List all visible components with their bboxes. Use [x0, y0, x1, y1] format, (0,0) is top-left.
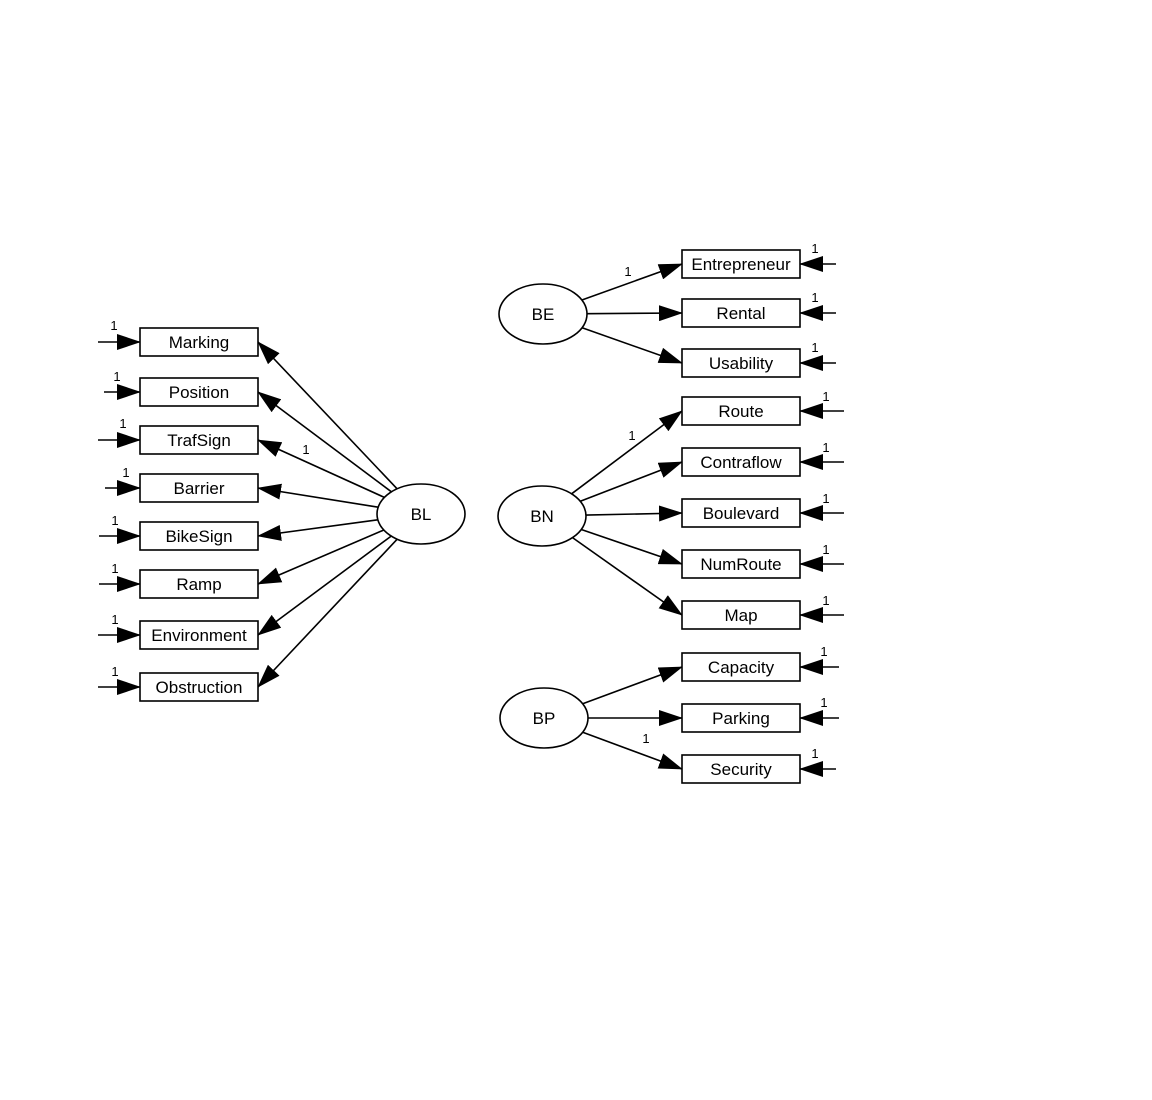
error-weight-position: 1 [113, 369, 120, 384]
error-weight-security: 1 [811, 746, 818, 761]
indicator-usability-box [681, 348, 801, 378]
loading-arrow-barrier [257, 483, 379, 508]
indicator-numroute-box [681, 549, 801, 579]
indicator-map-label: Map [724, 606, 757, 625]
loading-arrow-bikesign [257, 519, 378, 541]
indicator-entrepreneur-label: Entrepreneur [691, 255, 791, 274]
indicator-trafsign-box [139, 425, 259, 455]
indicator-usability-label: Usability [709, 354, 774, 373]
error-weight-rental: 1 [811, 290, 818, 305]
indicator-security-label: Security [710, 760, 772, 779]
error-weight-ramp: 1 [111, 561, 118, 576]
error-weight-usability: 1 [811, 340, 818, 355]
indicator-position-box [139, 377, 259, 407]
indicator-numroute-label: NumRoute [700, 555, 781, 574]
indicator-contraflow-label: Contraflow [700, 453, 782, 472]
indicator-rental-label: Rental [716, 304, 765, 323]
latent-bl-ellipse [376, 483, 466, 545]
error-weight-map: 1 [822, 593, 829, 608]
loading-arrow-usability [581, 327, 683, 364]
error-weight-parking: 1 [820, 695, 827, 710]
latent-be-label: BE [532, 305, 555, 324]
indicator-map-box [681, 600, 801, 630]
loading-arrow-trafsign [257, 439, 385, 499]
paths-layer [98, 256, 844, 777]
loading-weight-entrepreneur: 1 [624, 264, 631, 279]
error-weight-contraflow: 1 [822, 440, 829, 455]
loading-arrow-boulevard [585, 505, 683, 522]
indicator-bikesign-box [139, 521, 259, 551]
loading-arrow-numroute [581, 528, 683, 565]
indicator-barrier-box [139, 473, 259, 503]
loading-arrow-obstruction [257, 538, 398, 688]
error-weight-bikesign: 1 [111, 513, 118, 528]
error-weight-boulevard: 1 [822, 491, 829, 506]
indicator-trafsign-label: TrafSign [167, 431, 231, 450]
indicator-capacity-label: Capacity [708, 658, 775, 677]
loading-weight-security: 1 [642, 731, 649, 746]
indicator-ramp-box [139, 569, 259, 599]
latent-bn-ellipse [497, 485, 587, 547]
indicator-entrepreneur-box [681, 249, 801, 279]
indicator-marking-box [139, 327, 259, 357]
loading-arrow-ramp [257, 529, 385, 585]
indicator-barrier-label: Barrier [173, 479, 224, 498]
loading-arrow-capacity [582, 666, 683, 705]
indicator-rental-box [681, 298, 801, 328]
error-weight-capacity: 1 [820, 644, 827, 659]
error-weight-entrepreneur: 1 [811, 241, 818, 256]
loading-arrow-contraflow [580, 461, 683, 502]
indicator-boulevard-box [681, 498, 801, 528]
latent-bp-ellipse [499, 687, 589, 749]
error-weight-trafsign: 1 [119, 416, 126, 431]
loading-arrow-marking [257, 341, 398, 490]
indicator-obstruction-box [139, 672, 259, 702]
loading-weight-trafsign: 1 [302, 442, 309, 457]
error-weight-marking: 1 [110, 318, 117, 333]
indicator-security-box [681, 754, 801, 784]
loading-arrow-rental [586, 305, 683, 322]
indicator-parking-box [681, 703, 801, 733]
error-weight-barrier: 1 [122, 465, 129, 480]
indicator-route-box [681, 396, 801, 426]
loading-weight-route: 1 [628, 428, 635, 443]
loading-arrow-security [582, 731, 683, 770]
error-weight-route: 1 [822, 389, 829, 404]
loading-arrow-entrepreneur [581, 263, 683, 301]
indicator-contraflow-box [681, 447, 801, 477]
indicator-position-label: Position [169, 383, 229, 402]
latent-bp-label: BP [533, 709, 556, 728]
indicator-parking-label: Parking [712, 709, 770, 728]
indicator-capacity-box [681, 652, 801, 682]
loading-arrow-environment [257, 535, 392, 636]
loading-arrow-route [571, 410, 683, 495]
latent-bl-label: BL [411, 505, 432, 524]
indicator-marking-label: Marking [169, 333, 229, 352]
error-weight-obstruction: 1 [111, 664, 118, 679]
latent-bn-label: BN [530, 507, 554, 526]
error-weight-environment: 1 [111, 612, 118, 627]
indicator-bikesign-label: BikeSign [165, 527, 232, 546]
indicator-ramp-label: Ramp [176, 575, 221, 594]
indicator-environment-box [139, 620, 259, 650]
indicator-obstruction-label: Obstruction [156, 678, 243, 697]
labels-layer: BLBEBNBPMarking1Position1TrafSign11Barri… [110, 241, 829, 779]
indicator-environment-label: Environment [151, 626, 247, 645]
nodes-layer [139, 249, 801, 784]
latent-be-ellipse [498, 283, 588, 345]
indicator-boulevard-label: Boulevard [703, 504, 780, 523]
loading-arrow-map [572, 536, 683, 616]
error-weight-numroute: 1 [822, 542, 829, 557]
loading-arrow-position [257, 391, 392, 493]
indicator-route-label: Route [718, 402, 763, 421]
